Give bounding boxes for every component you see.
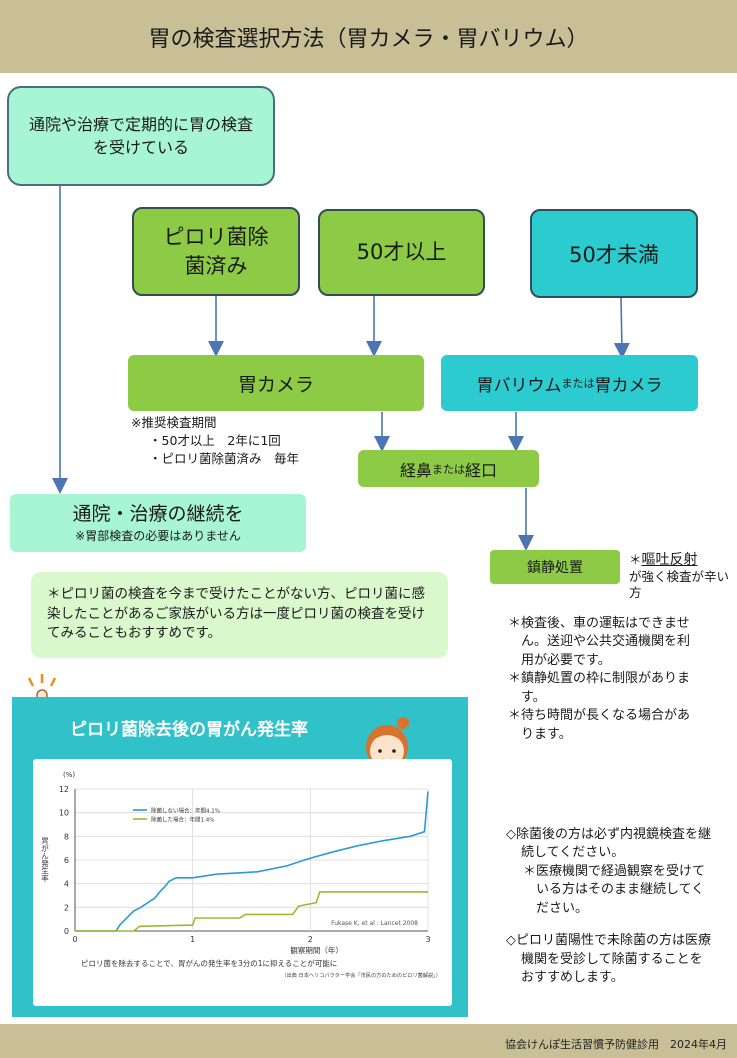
interval-line-50: ・50才以上 2年に1回 bbox=[149, 433, 281, 449]
y-tick-label: 4 bbox=[64, 880, 69, 889]
y-tick-label: 6 bbox=[64, 856, 69, 865]
x-tick-label: 2 bbox=[308, 935, 313, 944]
route-box: 経鼻または経口 bbox=[358, 450, 539, 487]
interval-line-pylori: ・ピロリ菌除菌済み 毎年 bbox=[149, 451, 300, 467]
continue-sub-text: ※胃部検査の必要はありません bbox=[75, 529, 241, 543]
gastroscopy-box: 胃カメラ bbox=[128, 355, 424, 411]
y-axis-label: 胃がん発生率 bbox=[40, 837, 49, 884]
note-limit: ＊鎮静処置の枠に制限があります。 bbox=[508, 671, 691, 705]
y-tick-label: 10 bbox=[59, 809, 69, 818]
note-driving: ＊検査後、車の運転はできません。送迎や公共交通機関を利用が必要です。 bbox=[508, 616, 691, 668]
y-tick-label: 0 bbox=[64, 927, 69, 936]
sedation-box: 鎮静処置 bbox=[490, 550, 620, 584]
chart-caption: ピロリ菌を除去することで、胃がんの発生率を3分の1に抑えることが可能に bbox=[81, 958, 337, 968]
sedation-notes: ＊検査後、車の運転はできません。送迎や公共交通機関を利用が必要です。 ＊鎮静処置… bbox=[508, 615, 698, 744]
arrow-under50-to-barium bbox=[613, 297, 630, 359]
gag-reflex-rest: が強く検査が辛い方 bbox=[629, 569, 730, 601]
pylori-eradicated-text: ピロリ菌除菌済み bbox=[163, 225, 269, 278]
x-tick-label: 0 bbox=[72, 935, 77, 944]
note-waiting: ＊待ち時間が長くなる場合があります。 bbox=[508, 708, 691, 742]
oral-text: 経口 bbox=[465, 460, 498, 480]
legend-label-2: 除菌した場合：年間1.4% bbox=[151, 816, 214, 824]
interval-title: ※推奨検査期間 bbox=[131, 415, 217, 430]
x-axis-label: 観察期間（年） bbox=[290, 945, 343, 955]
y-tick-label: 2 bbox=[64, 903, 69, 912]
series-line-1 bbox=[75, 791, 429, 932]
y-tick-label: 12 bbox=[59, 785, 69, 794]
page-footer: 協会けんぽ生活習慣予防健診用 2024年4月 bbox=[0, 1024, 737, 1058]
gag-reflex-term: 嘔吐反射 bbox=[641, 552, 698, 568]
age-50-over-text: 50才以上 bbox=[356, 240, 447, 265]
route-or-text: または bbox=[432, 462, 465, 476]
age-50-over-box: 50才以上 bbox=[318, 209, 485, 296]
y-unit-label: (%) bbox=[63, 771, 75, 779]
barium-or-camera-box: 胃バリウムまたは胃カメラ bbox=[441, 355, 698, 411]
gastroscopy-text: 胃カメラ bbox=[237, 373, 314, 396]
continue-treatment-box: 通院・治療の継続を ※胃部検査の必要はありません bbox=[10, 494, 306, 552]
pylori-eradicated-box: ピロリ菌除菌済み bbox=[132, 207, 300, 296]
series-line-2 bbox=[75, 891, 428, 932]
footer-text: 協会けんぽ生活習慣予防健診用 2024年4月 bbox=[505, 1038, 727, 1051]
advice-followup: ＊医療機関で経過観察を受けている方はそのまま継続してください。 bbox=[523, 863, 706, 916]
gag-reflex-note: ＊嘔吐反射 が強く検査が辛い方 bbox=[629, 551, 729, 602]
advice-eradication: ◇ピロリ菌陽性で未除菌の方は医療機関を受診して除菌することをおすすめします。 bbox=[506, 933, 711, 986]
y-tick-label: 8 bbox=[64, 832, 69, 841]
age-under-50-text: 50才未満 bbox=[569, 242, 659, 267]
advice-endoscopy: ◇除菌後の方は必ず内視鏡検査を継続してください。 bbox=[506, 827, 711, 861]
gag-star: ＊ bbox=[629, 552, 642, 567]
citation-text: Fukase K, et al : Lancet 2008 bbox=[331, 920, 418, 927]
advice-block: ◇除菌後の方は必ず内視鏡検査を継続してください。 ＊医療機関で経過観察を受けてい… bbox=[506, 826, 712, 988]
pylori-test-recommendation: ＊ピロリ菌の検査を今まで受けたことがない方、ピロリ菌に感染したことがあるご家族が… bbox=[31, 572, 448, 658]
barium-text: 胃バリウム bbox=[476, 375, 562, 396]
recommended-interval: ※推奨検査期間 ・50才以上 2年に1回 ・ピロリ菌除菌済み 毎年 bbox=[131, 414, 351, 468]
legend-label-1: 除菌しない場合：年間4.1% bbox=[151, 807, 220, 815]
regular-visit-box: 通院や治療で定期的に胃の検査を受けている bbox=[7, 86, 275, 186]
sedation-text: 鎮静処置 bbox=[527, 560, 583, 576]
recommendation-text: ＊ピロリ菌の検査を今まで受けたことがない方、ピロリ菌に感染したことがあるご家族が… bbox=[47, 586, 425, 642]
page-title: 胃の検査選択方法（胃カメラ・胃バリウム） bbox=[148, 26, 589, 52]
camera-text: 胃カメラ bbox=[594, 375, 663, 396]
continue-main-text: 通院・治療の継続を bbox=[72, 503, 244, 525]
x-tick-label: 1 bbox=[190, 935, 195, 944]
nasal-text: 経鼻 bbox=[399, 460, 432, 480]
page-header: 胃の検査選択方法（胃カメラ・胃バリウム） bbox=[0, 0, 737, 73]
or-text: または bbox=[561, 377, 595, 390]
regular-visit-text: 通院や治療で定期的に胃の検査を受けている bbox=[28, 114, 253, 157]
chart-source: （出典 日本ヘリコバクター学会「市民の方のためのピロリ菌解説」） bbox=[281, 971, 441, 979]
age-under-50-box: 50才未満 bbox=[530, 209, 698, 298]
x-tick-label: 3 bbox=[425, 935, 430, 944]
panel-title: ピロリ菌除去後の胃がん発生率 bbox=[70, 720, 308, 740]
